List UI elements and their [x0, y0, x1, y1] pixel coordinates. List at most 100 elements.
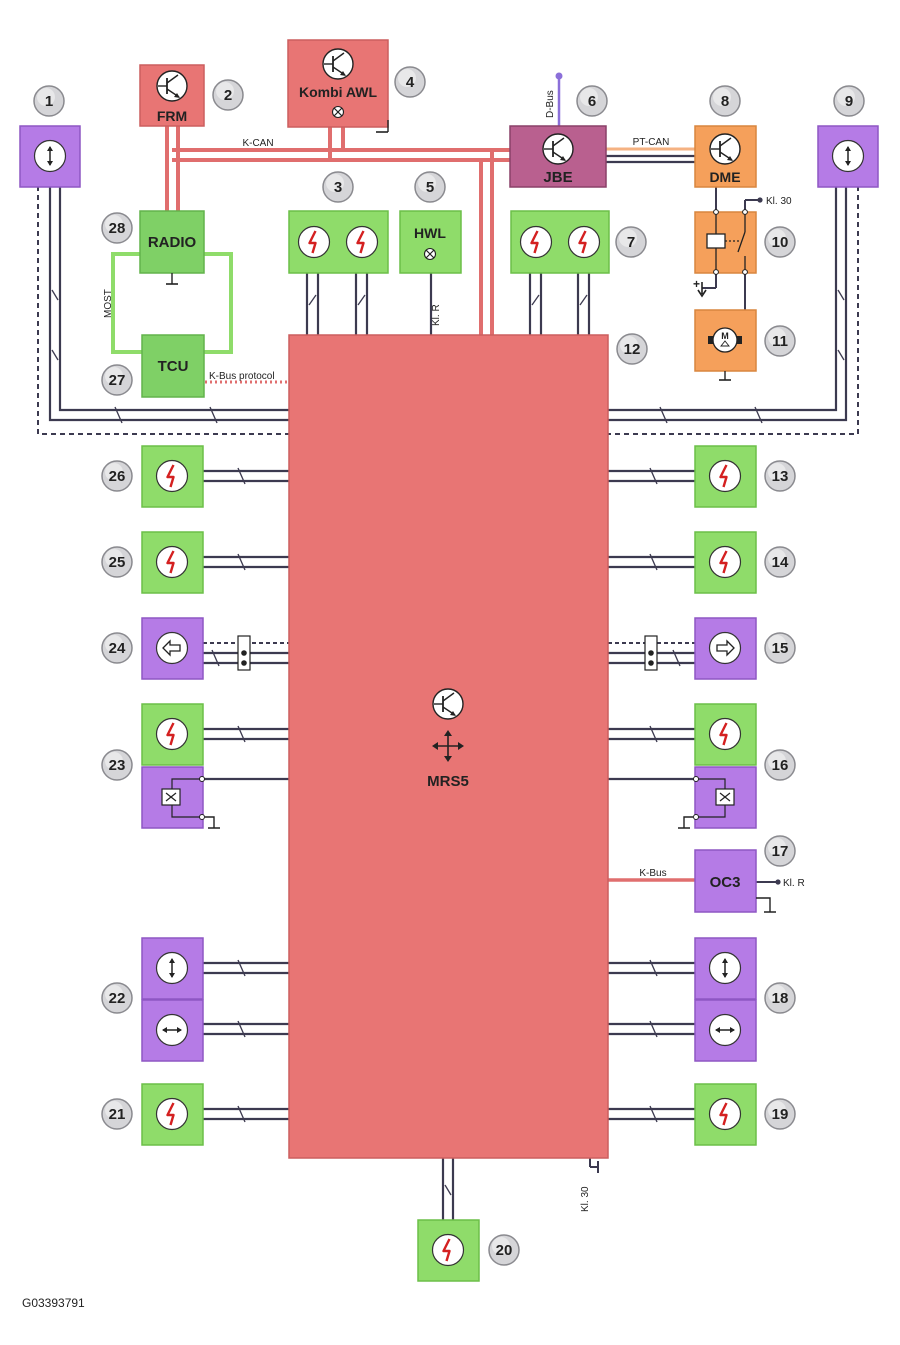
- squib-module-19[interactable]: [694, 1083, 757, 1146]
- badge-number: 6: [588, 93, 596, 110]
- motor-module[interactable]: M: [694, 309, 757, 372]
- badge-number: 22: [109, 990, 126, 1007]
- connector-icon: [237, 635, 251, 671]
- svg-text:M: M: [721, 331, 729, 341]
- sensor-module-22-lower[interactable]: [141, 999, 204, 1062]
- transistor-icon: [709, 133, 741, 165]
- kl-r-oc3-label: Kl. R: [783, 878, 805, 889]
- badge-number: 18: [772, 990, 789, 1007]
- badge-number: 20: [496, 1242, 513, 1259]
- badge-number: 23: [109, 757, 126, 774]
- sensor-module-22-upper[interactable]: [141, 937, 204, 1000]
- squib-module-26[interactable]: [141, 445, 204, 508]
- number-badge: 3: [322, 171, 354, 203]
- squib-module-3[interactable]: [288, 210, 389, 274]
- up-down-sensor-icon: [708, 951, 742, 985]
- number-badge: 10: [764, 226, 796, 258]
- buckle-module-15[interactable]: [694, 617, 757, 680]
- squib-module-21[interactable]: [141, 1083, 204, 1146]
- badge-number: 3: [334, 179, 342, 196]
- sensor-module-9[interactable]: [817, 125, 879, 188]
- kl30-mrs-label: Kl. 30: [580, 1186, 591, 1212]
- k-can-label: K-CAN: [242, 138, 273, 149]
- seat-occupancy-icon: [696, 778, 735, 818]
- tcu-module[interactable]: TCU: [141, 334, 205, 398]
- squib-icon: [708, 717, 742, 751]
- mrs5-module[interactable]: MRS5: [288, 334, 609, 1159]
- squib-module-14[interactable]: [694, 531, 757, 594]
- badge-number: 16: [772, 757, 789, 774]
- lamp-icon: [423, 247, 437, 261]
- transistor-icon: [432, 688, 464, 720]
- squib-module-20[interactable]: [417, 1219, 480, 1282]
- oc3-module[interactable]: OC3: [694, 849, 757, 913]
- number-badge: 7: [615, 226, 647, 258]
- sensor-module-1[interactable]: [19, 125, 81, 188]
- kl-r-hwl-label: Kl. R: [431, 304, 442, 326]
- number-badge: 12: [616, 333, 648, 365]
- number-badge: 27: [101, 364, 133, 396]
- badge-number: 26: [109, 468, 126, 485]
- number-badge: 4: [394, 66, 426, 98]
- seat-belt-buckle-icon: [155, 631, 189, 665]
- squib-icon: [155, 717, 189, 751]
- kombi-module[interactable]: Kombi AWL: [287, 39, 389, 128]
- hwl-module[interactable]: HWL: [399, 210, 462, 274]
- transistor-icon: [542, 133, 574, 165]
- number-badge: 28: [101, 212, 133, 244]
- badge-number: 1: [45, 93, 53, 110]
- number-badge: 23: [101, 749, 133, 781]
- squib-module-23[interactable]: [141, 703, 204, 766]
- connector-icon: [644, 635, 658, 671]
- number-badge: 20: [488, 1234, 520, 1266]
- dme-module[interactable]: DME: [694, 125, 757, 188]
- squib-icon: [155, 1097, 189, 1131]
- seat-occupancy-icon: [161, 778, 202, 818]
- number-badge: 19: [764, 1098, 796, 1130]
- badge-number: 17: [772, 843, 789, 860]
- seat-sensor-module-23[interactable]: [141, 766, 205, 829]
- number-badge: 8: [709, 85, 741, 117]
- squib-icon: [155, 545, 189, 579]
- badge-number: 19: [772, 1106, 789, 1123]
- squib-module-7[interactable]: [510, 210, 610, 274]
- badge-number: 7: [627, 234, 635, 251]
- sensor-module-18-upper[interactable]: [694, 937, 757, 1000]
- frm-module[interactable]: FRM: [139, 64, 205, 127]
- radio-module[interactable]: RADIO: [139, 210, 205, 274]
- squib-module-16[interactable]: [694, 703, 757, 766]
- squib-icon: [708, 1097, 742, 1131]
- radio-label: RADIO: [148, 234, 197, 251]
- k-bus-label: K-Bus: [639, 868, 666, 879]
- number-badge: 15: [764, 632, 796, 664]
- transistor-icon: [156, 70, 188, 102]
- number-badge: 26: [101, 460, 133, 492]
- squib-module-25[interactable]: [141, 531, 204, 594]
- dme-label: DME: [709, 169, 740, 185]
- number-badge: 9: [833, 85, 865, 117]
- number-badge: 25: [101, 546, 133, 578]
- jbe-label: JBE: [543, 169, 572, 186]
- move-arrows-icon: [432, 730, 464, 762]
- graphic-code: G03393791: [22, 1296, 85, 1310]
- squib-icon: [431, 1233, 465, 1267]
- number-badge: 16: [764, 749, 796, 781]
- buckle-module-24[interactable]: [141, 617, 204, 680]
- badge-number: 14: [772, 554, 789, 571]
- seat-sensor-module-16[interactable]: [693, 766, 757, 829]
- squib-module-13[interactable]: [694, 445, 757, 508]
- sensor-module-18-lower[interactable]: [694, 999, 757, 1062]
- kombi-label: Kombi AWL: [299, 84, 377, 100]
- squib-icon: [155, 459, 189, 493]
- relay-module[interactable]: [694, 209, 757, 275]
- badge-number: 11: [772, 333, 788, 350]
- oc3-label: OC3: [710, 874, 741, 891]
- squib-icon: [297, 225, 331, 259]
- jbe-module[interactable]: JBE: [509, 125, 607, 188]
- squib-icon: [708, 545, 742, 579]
- badge-number: 5: [426, 179, 434, 196]
- mrs5-label: MRS5: [427, 773, 469, 790]
- squib-icon: [519, 225, 553, 259]
